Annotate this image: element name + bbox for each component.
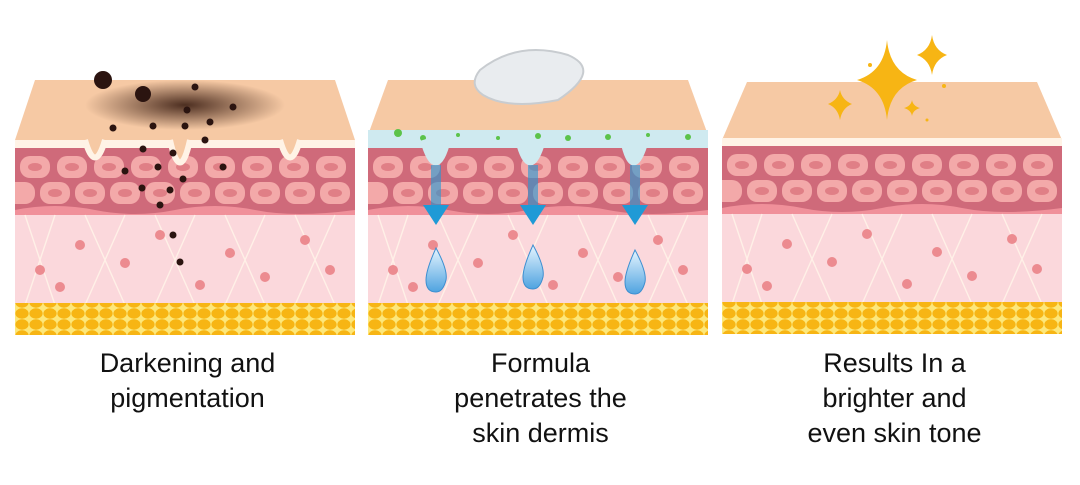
caption-line: pigmentation xyxy=(110,383,265,413)
caption-after: Results In a brighter and even skin tone xyxy=(722,346,1067,451)
caption-before: Darkening and pigmentation xyxy=(15,346,360,416)
sparkle-icons xyxy=(828,35,947,122)
fat-layer xyxy=(15,303,355,335)
pigment-dots xyxy=(94,71,237,266)
caption-line: brighter and xyxy=(822,383,967,413)
skin-diagram-pigmentation xyxy=(15,71,356,335)
fat-layer xyxy=(722,302,1062,334)
caption-line: Results In a xyxy=(823,348,966,378)
caption-line: skin dermis xyxy=(472,418,609,448)
caption-line: Formula xyxy=(490,348,591,378)
caption-line: penetrates the xyxy=(454,383,627,413)
skin-diagram-even-tone xyxy=(722,35,1063,334)
caption-line: Darkening and xyxy=(99,348,276,378)
skin-diagram-penetration xyxy=(368,49,709,335)
caption-during: Formula penetrates the skin dermis xyxy=(368,346,713,451)
droplet-icons xyxy=(425,243,646,295)
penetration-arrows xyxy=(423,165,648,225)
panel-after: Results In a brighter and even skin tone xyxy=(722,0,1067,485)
cream-blob-icon xyxy=(473,49,585,105)
panel-before: Darkening and pigmentation xyxy=(15,0,360,485)
pigment-stain xyxy=(85,80,285,130)
caption-line: even skin tone xyxy=(807,418,982,448)
fat-layer xyxy=(368,303,708,335)
panel-during: Formula penetrates the skin dermis xyxy=(368,0,713,485)
